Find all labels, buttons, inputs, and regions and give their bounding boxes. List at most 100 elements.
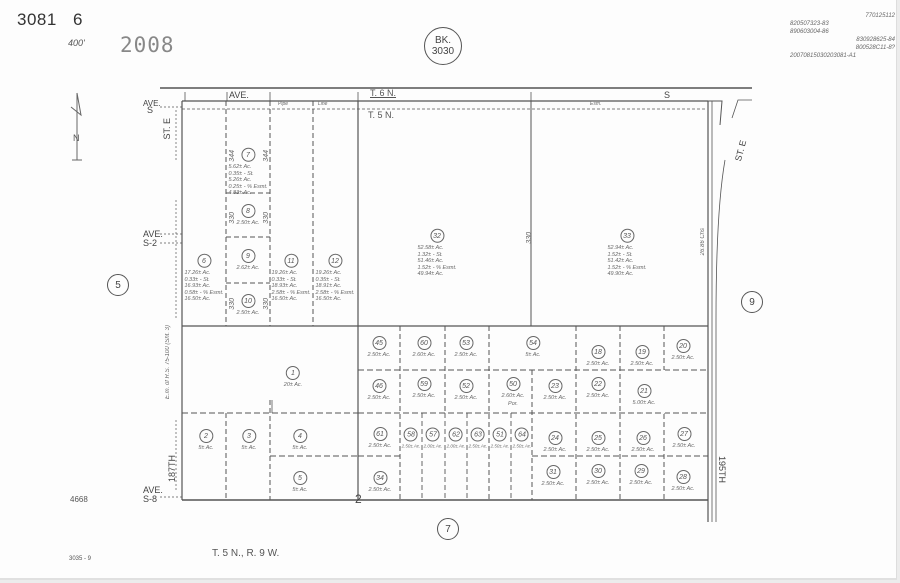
- parcel-number: 63: [470, 427, 485, 442]
- parcel-53[interactable]: 53 2.50± Ac.: [455, 336, 478, 358]
- record-number: 20070815030203081-A1: [790, 53, 857, 59]
- parcel-3[interactable]: 3 5± Ac.: [241, 429, 257, 451]
- parcel-acreage: 17.26± Ac.: [184, 269, 211, 276]
- parcel-acreage: 0.35± - St.: [228, 170, 254, 177]
- parcel-number: 64: [514, 427, 529, 442]
- parcel-12[interactable]: 12 19.26± Ac. 0.35± - St. 18.91± Ac. 2.5…: [315, 253, 355, 303]
- north-label: N: [73, 133, 80, 143]
- parcel-57[interactable]: 57 2.00± Ac.: [424, 427, 442, 449]
- parcel-acreage: 5± Ac.: [292, 445, 308, 451]
- parcel-64[interactable]: 64 2.50± Ac.: [513, 427, 531, 449]
- sheet-code: 3035 - 9: [69, 556, 92, 562]
- parcel-number: 20: [676, 339, 690, 353]
- parcel-acreage: 5± Ac.: [198, 445, 214, 451]
- parcel-number: 9: [241, 249, 255, 263]
- parcel-29[interactable]: 29 2.50± Ac.: [630, 464, 653, 486]
- adjacent-page-left[interactable]: 5: [107, 274, 129, 296]
- parcel-24[interactable]: 24 2.50± Ac.: [544, 431, 567, 453]
- parcel-6[interactable]: 6 17.26± Ac. 0.33± - St. 16.93± Ac. 0.58…: [184, 253, 224, 303]
- parcel-number: 11: [284, 253, 298, 268]
- parcel-number: 57: [425, 427, 440, 442]
- parcel-number: 62: [448, 427, 463, 442]
- parcel-60[interactable]: 60 2.60± Ac.: [413, 336, 436, 358]
- parcel-number: 23: [548, 379, 562, 393]
- parcel-32[interactable]: 32 52.58± Ac. 1.32± - St. 51.46± Ac. 1.5…: [417, 228, 457, 278]
- parcel-25[interactable]: 25 2.50± Ac.: [587, 431, 610, 453]
- parcel-20[interactable]: 20 2.50± Ac.: [672, 339, 695, 361]
- parcel-8[interactable]: 8 2.50± Ac.: [237, 204, 260, 226]
- parcel-number: 5: [292, 471, 307, 485]
- parcel-1[interactable]: 1 20± Ac.: [284, 366, 302, 388]
- parcel-62[interactable]: 62 2.00± Ac.: [447, 427, 465, 449]
- dimension-label: 330: [526, 232, 533, 244]
- parcel-18[interactable]: 18 2.50± Ac.: [587, 345, 610, 367]
- right-dimension: 26.86 Chs: [700, 228, 706, 256]
- parcel-number: 8: [241, 204, 255, 218]
- parcel-number: 25: [591, 431, 605, 445]
- parcel-acreage: 2.50± Ac.: [454, 395, 478, 401]
- parcel-2[interactable]: 2 5± Ac.: [198, 429, 214, 451]
- parcel-19[interactable]: 19 2.50± Ac.: [631, 345, 654, 367]
- parcel-63[interactable]: 63 2.50± Ac.: [469, 427, 487, 449]
- parcel-27[interactable]: 27 2.50± Ac.: [673, 427, 696, 449]
- parcel-acreage: 2.50± Ac.: [236, 220, 260, 226]
- parcel-number: 4: [292, 429, 307, 443]
- street-left-ste: ST. E: [162, 118, 172, 140]
- parcel-33[interactable]: 33 52.94± Ac. 1.52± - St. 51.42± Ac. 1.5…: [607, 228, 647, 278]
- parcel-23[interactable]: 23 2.50± Ac.: [544, 379, 567, 401]
- parcel-acreage: 51.46± Ac.: [417, 257, 444, 264]
- parcel-acreage: 2.50± Ac.: [543, 447, 567, 453]
- parcel-acreage: 0.58± - % Esmt.: [184, 289, 224, 296]
- adjacent-page-right[interactable]: 9: [741, 291, 763, 313]
- parcel-number: 7: [241, 147, 255, 162]
- parcel-acreage: 0.35± - St.: [315, 276, 341, 283]
- parcel-22[interactable]: 22 2.50± Ac.: [587, 377, 610, 399]
- parcel-45[interactable]: 45 2.50± Ac.: [368, 336, 391, 358]
- parcel-10[interactable]: 10 2.50± Ac.: [237, 294, 260, 316]
- dimension-label: 330: [229, 212, 236, 224]
- parcel-number: 46: [372, 379, 386, 393]
- parcel-acreage: 4.83± Ac.: [228, 189, 252, 196]
- parcel-7[interactable]: 7 5.62± Ac. 0.35± - St. 5.26± Ac. 0.25± …: [228, 147, 268, 197]
- left-code: 4668: [70, 495, 88, 504]
- parcel-26[interactable]: 26 2.50± Ac.: [632, 431, 655, 453]
- parcel-acreage: 2.50± Ac.: [490, 443, 510, 449]
- parcel-50[interactable]: 50 2.60± Ac. Por.: [502, 377, 525, 407]
- parcel-acreage: 2.50± Ac.: [412, 393, 436, 399]
- parcel-52[interactable]: 52 2.50± Ac.: [455, 379, 478, 401]
- street-ave-s2: AVE. S-2: [143, 230, 163, 248]
- parcel-acreage: 20± Ac.: [283, 382, 303, 388]
- parcel-acreage: 2.60± Ac.: [501, 393, 525, 399]
- parcel-acreage: 5± Ac.: [292, 487, 308, 493]
- book-label: BK.: [434, 35, 452, 46]
- record-number: 890603004-86: [790, 29, 829, 35]
- parcel-30[interactable]: 30 2.50± Ac.: [587, 464, 610, 486]
- parcel-acreage: 49.94± Ac.: [417, 270, 444, 277]
- parcel-51[interactable]: 51 2.50± Ac.: [490, 427, 510, 449]
- parcel-4[interactable]: 4 5± Ac.: [292, 429, 308, 451]
- adjacent-page-bottom[interactable]: 7: [437, 518, 459, 540]
- easement-esm: Esm.: [590, 101, 602, 107]
- parcel-acreage: 2.50± Ac.: [671, 355, 695, 361]
- parcel-11[interactable]: 11 19.26± Ac. 0.33± - St. 18.93± Ac. 2.5…: [271, 253, 311, 303]
- parcel-46[interactable]: 46 2.50± Ac.: [368, 379, 391, 401]
- parcel-number: 24: [548, 431, 562, 445]
- parcel-9[interactable]: 9 2.62± Ac.: [237, 249, 260, 271]
- parcel-61[interactable]: 61 2.50± Ac.: [369, 427, 392, 449]
- street-187th: 187TH: [167, 455, 177, 483]
- parcel-34[interactable]: 34 2.50± Ac.: [369, 471, 392, 493]
- parcel-59[interactable]: 59 2.50± Ac.: [413, 377, 436, 399]
- parcel-5[interactable]: 5 5± Ac.: [292, 471, 308, 493]
- parcel-54[interactable]: 54 5± Ac.: [525, 336, 541, 358]
- parcel-acreage: 5.62± Ac.: [228, 163, 252, 170]
- parcel-acreage: 2.50± Ac.: [543, 395, 567, 401]
- parcel-acreage: 16.93± Ac.: [184, 282, 211, 289]
- parcel-31[interactable]: 31 2.50± Ac.: [542, 465, 565, 487]
- book-number: 3030: [431, 46, 455, 57]
- parcel-28[interactable]: 28 2.50± Ac.: [672, 470, 695, 492]
- record-number: 820507323-83: [790, 21, 829, 27]
- parcel-21[interactable]: 21 5.00± Ac.: [633, 384, 656, 406]
- parcel-acreage: 2.50± Ac.: [586, 447, 610, 453]
- parcel-58[interactable]: 58 2.50± Ac.: [402, 427, 420, 449]
